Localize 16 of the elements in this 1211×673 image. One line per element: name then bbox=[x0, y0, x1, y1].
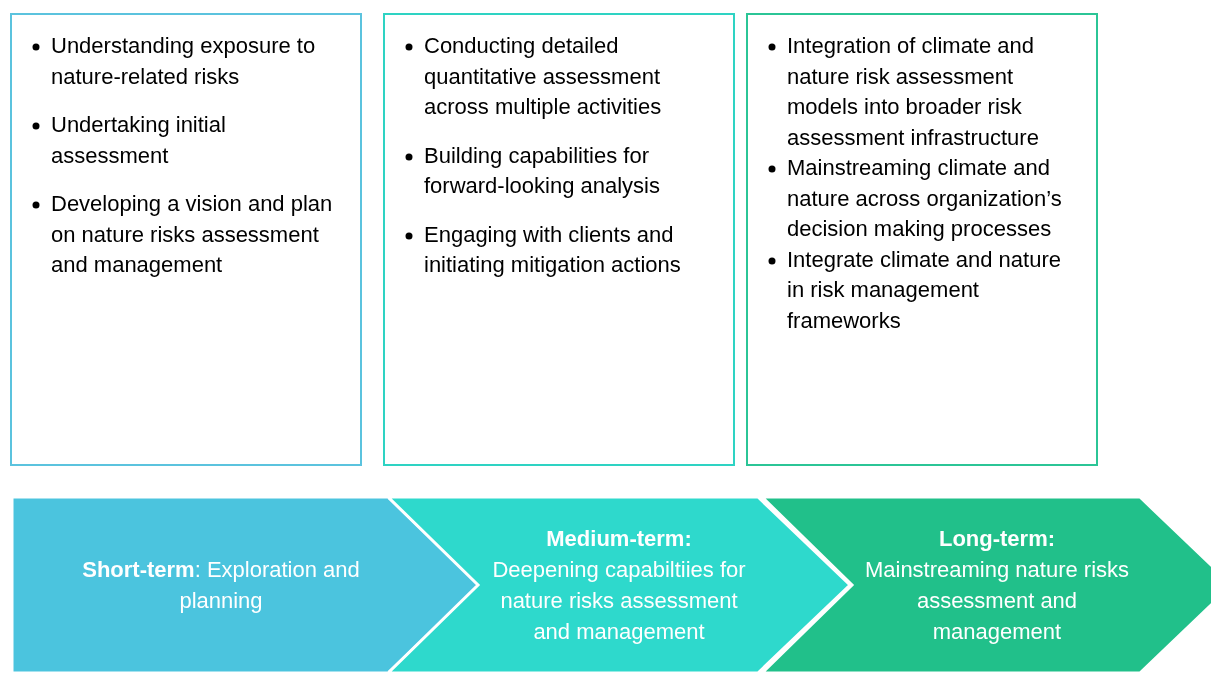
bullet-text: Engaging with clients and initiating mitigation actions bbox=[424, 220, 682, 279]
phase-label: Deepening capabiltiies for nature risks assessment and management bbox=[491, 556, 747, 646]
bullet-text: Building capabilities for forward-looking analysis bbox=[424, 141, 661, 200]
bullet-text: Mainstreaming climate and nature across organization’s decision making processes bbox=[787, 154, 1063, 243]
bullet-text: Understanding exposure to nature-related risks bbox=[51, 32, 317, 91]
text-card bbox=[383, 13, 735, 466]
bullet-text: Integration of climate and nature risk assessment models into broader risk assessment infrastructure bbox=[787, 32, 1040, 152]
bullet-text: Conducting detailed quantitative assessment across multiple activities bbox=[424, 32, 663, 121]
text-card bbox=[10, 13, 362, 466]
phase-heading: Medium-term: bbox=[545, 525, 693, 553]
bullet-text: Undertaking initial assessment bbox=[51, 111, 227, 170]
bullet-text: Developing a vision and plan on nature risks assessment and management bbox=[51, 190, 334, 279]
bullet-text: Integrate climate and nature in risk management frameworks bbox=[787, 245, 1062, 335]
phase-heading: Long-term: bbox=[937, 525, 1057, 553]
text-card bbox=[746, 13, 1098, 466]
phase-label: Mainstreaming nature risks assessment and management bbox=[863, 556, 1131, 646]
